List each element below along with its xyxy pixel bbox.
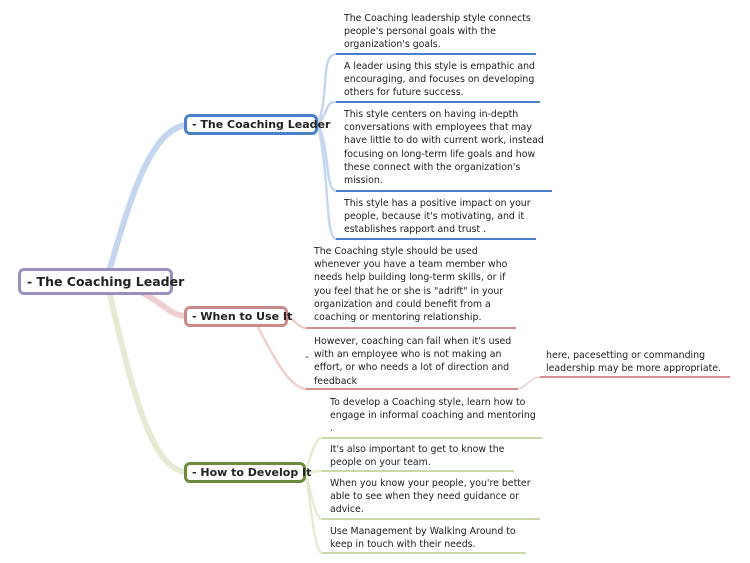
leaf-line: whenever you have a team member who xyxy=(314,259,508,271)
leaf-line: engage in informal coaching and mentorin… xyxy=(330,410,536,422)
connector-root-b2 xyxy=(137,289,189,319)
leaf-line: effort, or who needs a lot of direction … xyxy=(314,362,510,374)
leaf-underline xyxy=(336,190,552,192)
connector-root-b1 xyxy=(107,122,189,271)
leaf-line: you feel that he or she is "adrift" in y… xyxy=(314,285,504,297)
leaf-line: have little to do with current work, ins… xyxy=(344,135,544,147)
collapse-marker[interactable]: - xyxy=(305,352,309,363)
leaf-line: To develop a Coaching style, learn how t… xyxy=(330,397,526,408)
connector-b3-leaf2 xyxy=(305,469,323,474)
leaf-line: advice. xyxy=(330,504,364,516)
leaf-line: people, because it's motivating, and it xyxy=(344,211,525,223)
leaf-line: leadership may be more appropriate. xyxy=(546,363,722,375)
leaf-line: When you know your people, you're better xyxy=(330,478,531,489)
leaf-line: establishes rapport and trust . xyxy=(344,224,487,236)
leaf-line: focusing on long-term life goals and how xyxy=(344,148,536,160)
connector-b2-subleaf xyxy=(515,376,541,390)
connector-b2-leaf2 xyxy=(256,326,307,391)
leaf-topic[interactable]: This style has a positive impact on your… xyxy=(344,197,531,237)
leaf-line: The Coaching style should be used xyxy=(314,246,478,257)
leaf-topic[interactable]: The Coaching style should be used whenev… xyxy=(314,245,507,324)
leaf-topic[interactable]: However, coaching can fail when it's use… xyxy=(314,335,511,388)
branch-label: - When to Use It xyxy=(192,310,293,323)
leaf-line: needs help building long-term skills, or… xyxy=(314,272,506,284)
leaf-underline xyxy=(322,552,526,554)
branch-label: - The Coaching Leader xyxy=(192,118,331,131)
leaf-line: able to see when they need guidance or xyxy=(330,491,520,503)
leaf-underline xyxy=(322,470,514,472)
leaf-line: here, pacesetting or commanding xyxy=(546,350,706,361)
root-topic[interactable]: - The Coaching Leader xyxy=(18,268,184,295)
leaf-line: coaching or mentoring relationship. xyxy=(314,312,482,324)
branch-how-to-develop-it[interactable]: - How to Develop It xyxy=(184,462,311,483)
branch-when-to-use-it[interactable]: - When to Use It xyxy=(184,306,292,327)
leaf-underline xyxy=(336,101,540,103)
leaf-underline xyxy=(336,53,536,55)
connector-b2-leaf1 xyxy=(287,315,307,330)
branch-label: - How to Develop It xyxy=(192,466,312,479)
leaf-topic[interactable]: A leader using this style is empathic an… xyxy=(344,60,535,100)
leaf-topic[interactable]: To develop a Coaching style, learn how t… xyxy=(330,396,536,436)
leaf-line: organization and could benefit from a xyxy=(314,298,491,310)
connector-b1-leaf2 xyxy=(317,100,337,125)
leaf-line: keep in touch with their needs. xyxy=(330,539,476,551)
leaf-topic[interactable]: This style centers on having in-depth co… xyxy=(344,108,544,187)
leaf-line: these connect with the organization's xyxy=(344,161,521,173)
leaf-topic[interactable]: It's also important to get to know the p… xyxy=(330,443,504,469)
connector-b1-leaf4 xyxy=(316,123,337,241)
leaf-line: . xyxy=(330,423,333,435)
leaf-underline xyxy=(322,437,542,439)
branch-coaching-leader[interactable]: - The Coaching Leader xyxy=(184,114,330,135)
leaf-underline xyxy=(336,238,536,240)
leaf-topic[interactable]: The Coaching leadership style connects p… xyxy=(344,12,531,52)
leaf-line: Use Management by Walking Around to xyxy=(330,526,516,537)
connector-b1-leaf1 xyxy=(316,52,337,125)
connector-b1-leaf3 xyxy=(316,123,337,193)
leaf-topic[interactable]: When you know your people, you're better… xyxy=(330,477,531,517)
leaf-line: A leader using this style is empathic an… xyxy=(344,61,535,72)
leaf-topic[interactable]: Use Management by Walking Around to keep… xyxy=(330,525,516,551)
leaf-underline xyxy=(306,327,516,329)
leaf-line: people's personal goals with the xyxy=(344,26,496,38)
leaf-line: encouraging, and focuses on developing xyxy=(344,74,535,86)
connector-b3-leaf4 xyxy=(304,471,323,555)
leaf-line: organization's goals. xyxy=(344,39,441,51)
leaf-line: feedback xyxy=(314,375,358,387)
connector-root-b3 xyxy=(107,292,189,475)
leaf-underline xyxy=(306,388,518,390)
leaf-line: However, coaching can fail when it's use… xyxy=(314,336,512,347)
leaf-underline xyxy=(322,518,540,520)
leaf-line: It's also important to get to know the xyxy=(330,444,505,455)
leaf-line: This style centers on having in-depth xyxy=(344,109,519,120)
connector-b3-leaf1 xyxy=(304,436,323,473)
root-topic-label: - The Coaching Leader xyxy=(27,274,185,289)
leaf-line: people on your team. xyxy=(330,457,431,469)
leaf-line: This style has a positive impact on your xyxy=(344,198,531,209)
sub-leaf-topic[interactable]: here, pacesetting or commanding leadersh… xyxy=(546,349,721,375)
leaf-line: The Coaching leadership style connects xyxy=(344,13,531,24)
leaf-line: others for future success. xyxy=(344,87,464,99)
leaf-underline xyxy=(540,376,730,378)
leaf-line: with an employee who is not making an xyxy=(314,349,502,361)
leaf-line: mission. xyxy=(344,175,383,187)
leaf-line: conversations with employees that may xyxy=(344,122,532,134)
